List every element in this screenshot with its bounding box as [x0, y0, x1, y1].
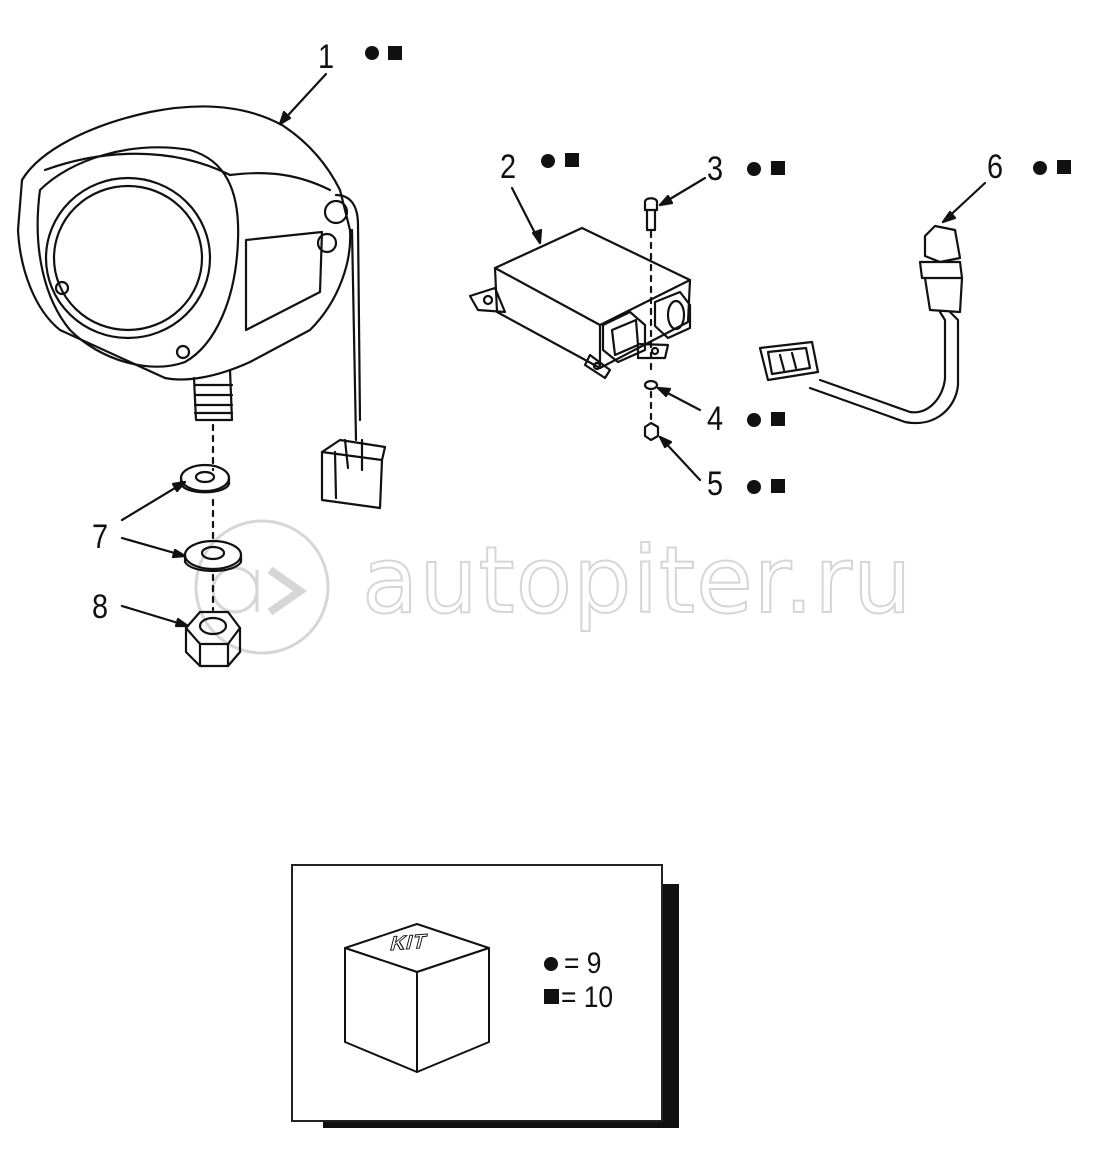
- arrowhead-7a: [171, 480, 187, 493]
- exploded-view-drawing: [16, 46, 1071, 668]
- arrowhead-2: [531, 228, 543, 245]
- legend-circle-text: = 9: [564, 947, 602, 980]
- wire-harness-part: [758, 224, 964, 425]
- callout-2: 2: [500, 148, 517, 186]
- arrowhead-5: [658, 435, 673, 449]
- arrowhead-4: [656, 386, 672, 398]
- kit-legend-box: KIT = 9 = 10: [291, 864, 663, 1122]
- arrowhead-6: [941, 210, 957, 224]
- arrowhead-3: [658, 194, 674, 207]
- work-lamp-part: [16, 105, 387, 510]
- lock-washer-part: [643, 379, 659, 422]
- legend-square-text: = 10: [561, 981, 614, 1014]
- nut-part: [184, 610, 242, 668]
- arrowhead-1: [278, 110, 292, 126]
- callout-1: 1: [318, 38, 335, 76]
- washer-part: [179, 463, 243, 612]
- arrowhead-8: [174, 617, 190, 628]
- legend-square-icon: [544, 989, 559, 1004]
- screw-part: [643, 197, 659, 377]
- kit-cube-icon: [344, 923, 490, 1073]
- kit-label: KIT: [387, 930, 430, 956]
- small-nut-part: [643, 421, 660, 442]
- arrowhead-7b: [171, 548, 187, 559]
- callout-8: 8: [92, 588, 109, 626]
- callout-4: 4: [707, 400, 724, 438]
- callout-3: 3: [707, 150, 724, 188]
- control-module-part: [468, 226, 692, 380]
- callout-7: 7: [92, 518, 109, 556]
- callout-6: 6: [987, 148, 1004, 186]
- watermark-text: autopiter.ru: [361, 527, 913, 634]
- callout-5: 5: [707, 465, 724, 503]
- legend-circle-icon: [544, 957, 558, 971]
